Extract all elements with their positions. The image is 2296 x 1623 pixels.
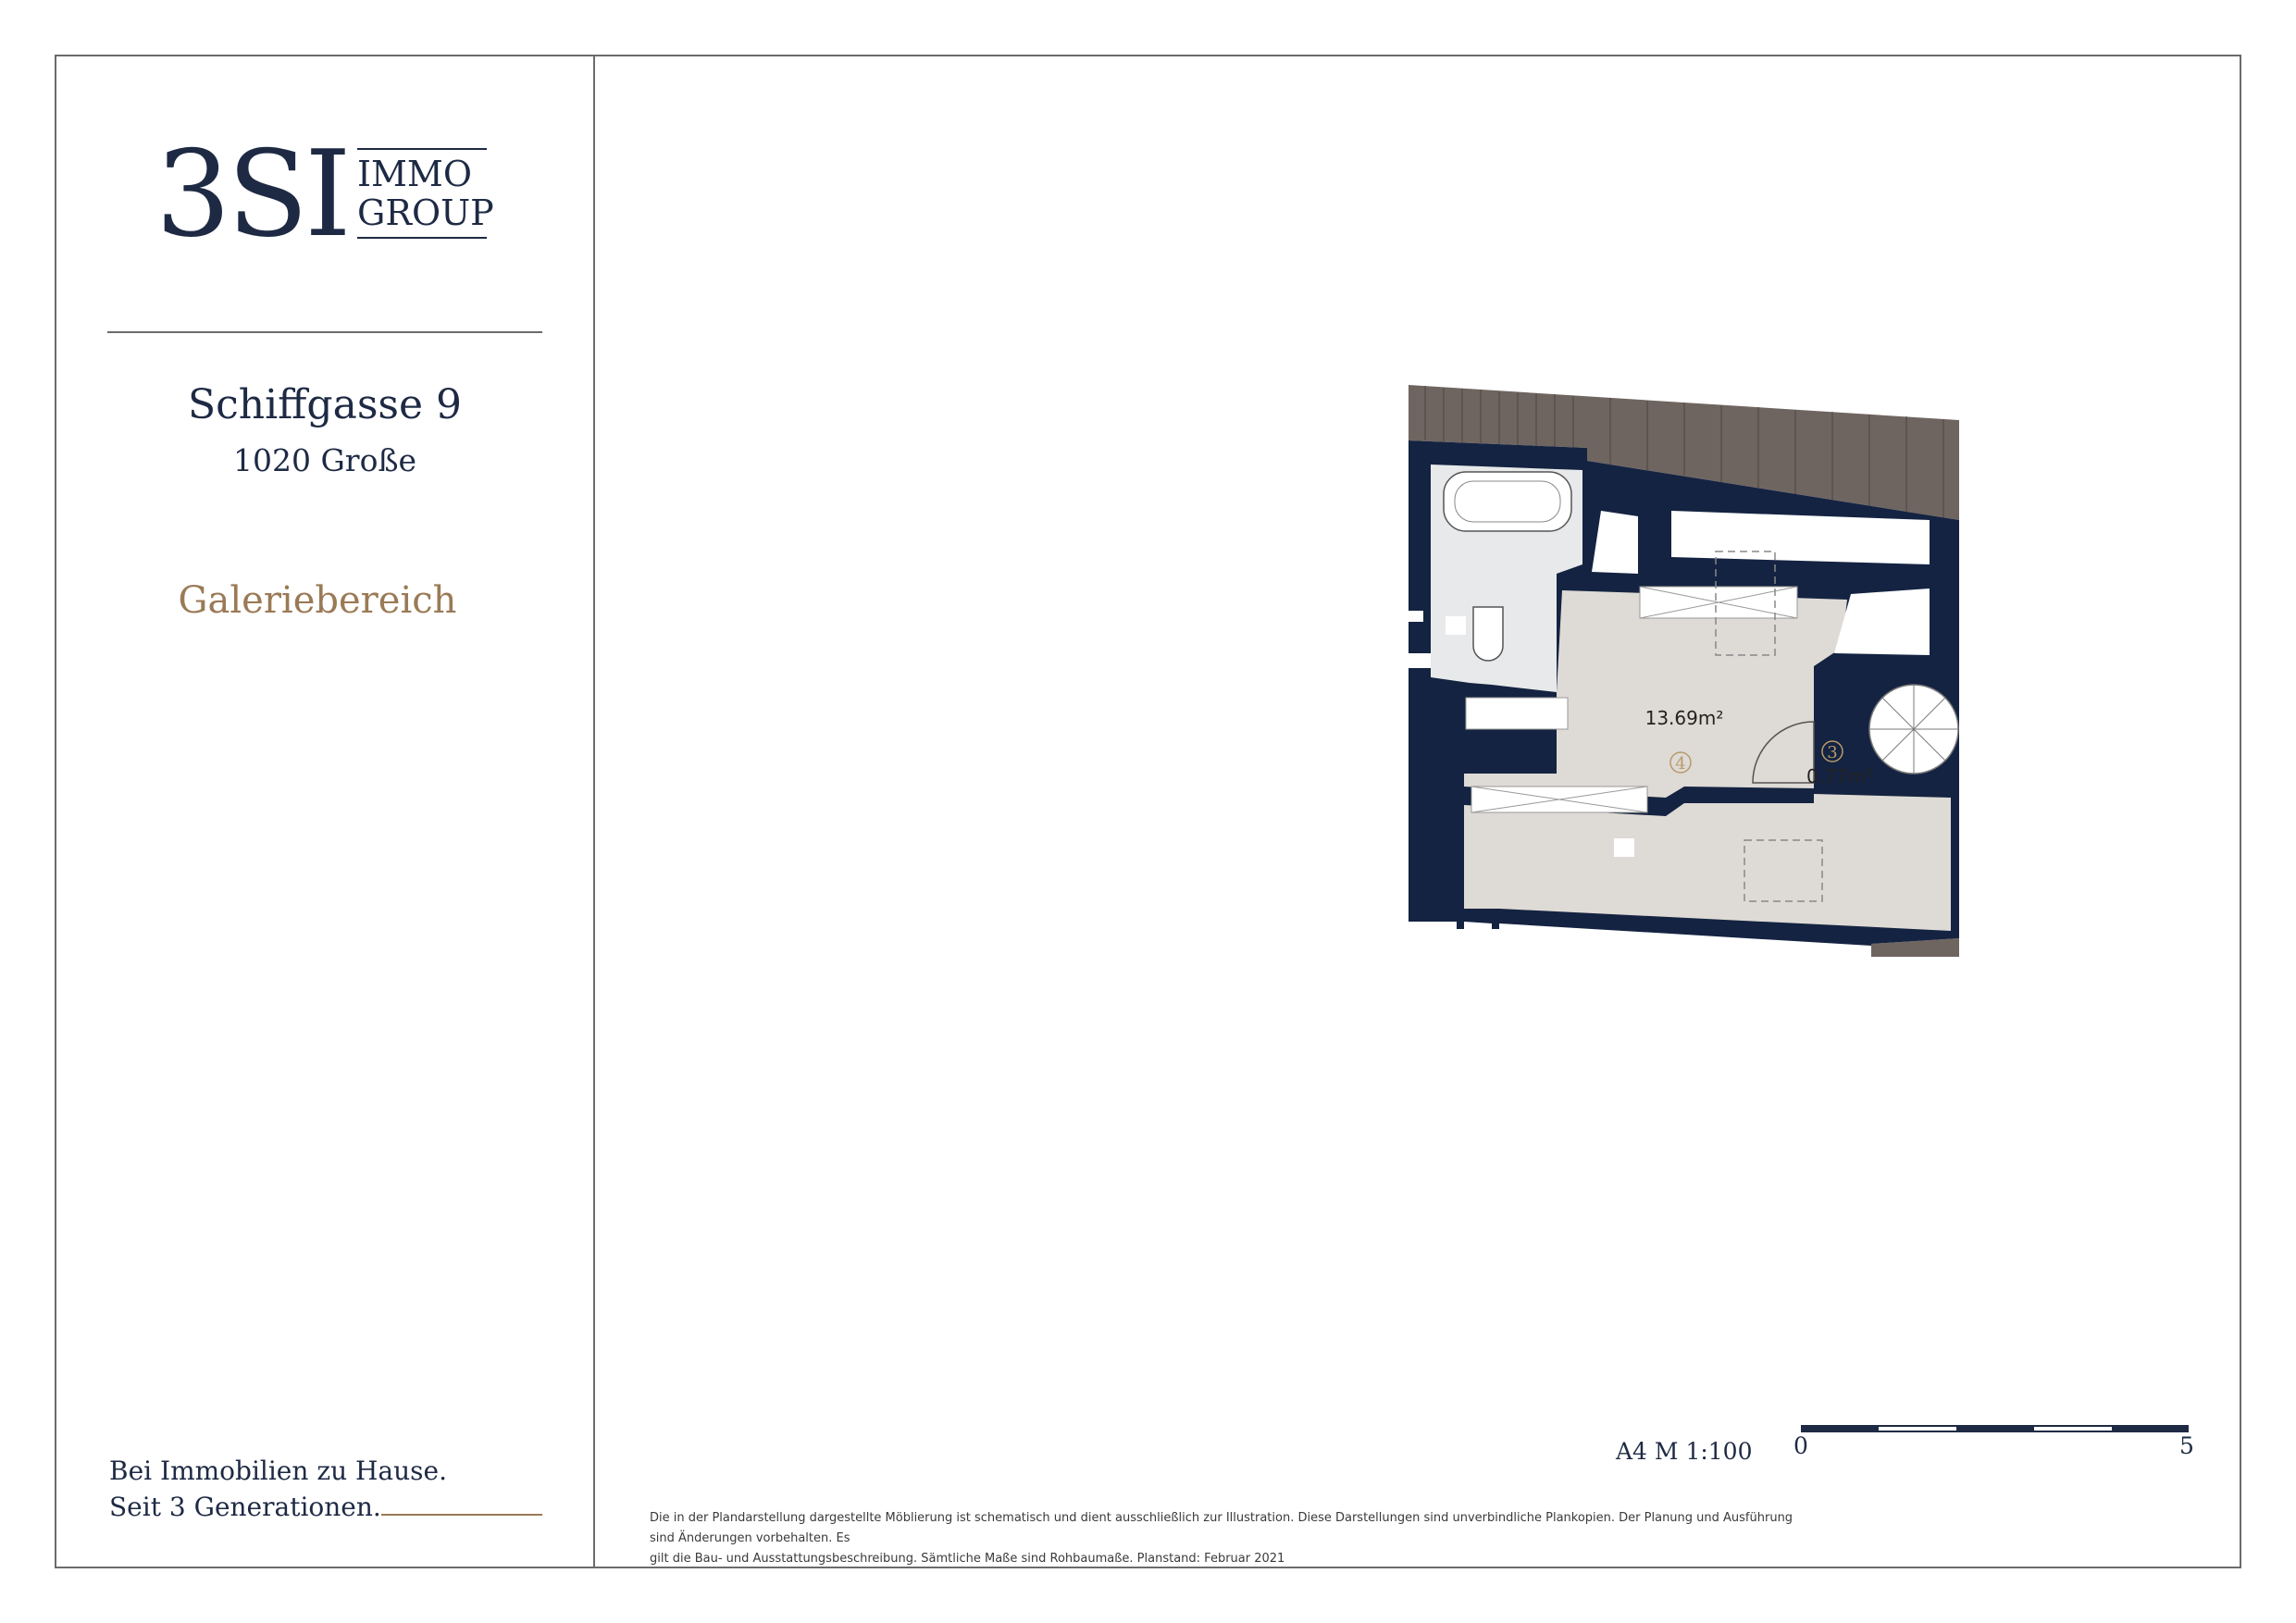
page-frame	[55, 55, 2241, 1568]
plan-section-title: Galeriebereich	[178, 579, 457, 622]
bench-lower-hatch	[1471, 786, 1648, 813]
skylight-upper	[1715, 551, 1776, 656]
scale-segment-2	[1879, 1425, 1956, 1432]
room-3-number: 3	[1827, 743, 1837, 762]
bench-upper-hatch	[1639, 586, 1798, 619]
logo-text-group: GROUP	[357, 192, 494, 233]
roof-bottom	[1871, 938, 1959, 957]
scale-end-label: 5	[2179, 1432, 2194, 1459]
scale-segment-5	[2112, 1425, 2189, 1432]
bath-bench	[1465, 697, 1569, 730]
skylight-lower	[1744, 839, 1823, 902]
tagline-rule	[381, 1514, 542, 1516]
niche-storage	[1671, 511, 1930, 564]
room-4-number: 4	[1675, 754, 1685, 774]
scale-segment-4	[2034, 1425, 2112, 1432]
niche-upper	[1592, 511, 1638, 574]
company-logo: 3SI IMMO GROUP	[155, 135, 498, 255]
header-rule	[107, 331, 542, 333]
room-3-badge	[1821, 740, 1843, 762]
disclaimer: Die in der Plandarstellung dargestellte …	[650, 1508, 1806, 1569]
tagline-line2: Seit 3 Generationen.	[109, 1492, 381, 1522]
scale-segment-3	[1956, 1425, 2034, 1432]
scale-bar	[1801, 1425, 2189, 1432]
address-city: 1020 Große	[232, 442, 417, 478]
floor-plan: 13.69m² 4 3 0.77m²	[1409, 385, 1959, 957]
scale-label: A4 M 1:100	[1616, 1438, 1753, 1465]
address-street: Schiffgasse 9	[187, 381, 463, 428]
scale-start-label: 0	[1793, 1432, 1808, 1459]
logo-rule-bottom	[357, 237, 487, 239]
disclaimer-line1: Die in der Plandarstellung dargestellte …	[650, 1511, 1793, 1545]
wall-niche-2	[1614, 838, 1634, 857]
logo-text-immo: IMMO	[357, 154, 472, 194]
sidebar-divider	[593, 55, 595, 1568]
logo-mark: 3SI	[155, 126, 352, 264]
bathtub	[1443, 471, 1572, 532]
room-4-badge	[1669, 751, 1692, 774]
room-4-area: 13.69m²	[1645, 707, 1724, 729]
roof-top-hatch	[1424, 386, 1944, 518]
bathtub-inner	[1454, 480, 1561, 523]
logo-rule-top	[357, 148, 487, 150]
room-3-area: 0.77m²	[1806, 765, 1873, 787]
stair-treads	[1869, 685, 1958, 774]
toilet	[1472, 606, 1504, 662]
door-swing	[1752, 721, 1815, 784]
wall-niche-1	[1446, 616, 1466, 635]
disclaimer-line2: gilt die Bau- und Ausstattungsbeschreibu…	[650, 1552, 1285, 1566]
tagline: Bei Immobilien zu Hause. Seit 3 Generati…	[109, 1453, 447, 1525]
tagline-line1: Bei Immobilien zu Hause.	[109, 1456, 447, 1486]
gallery-floor	[1464, 590, 1951, 931]
niche-right	[1834, 588, 1930, 655]
scale-segment-1	[1801, 1425, 1879, 1432]
